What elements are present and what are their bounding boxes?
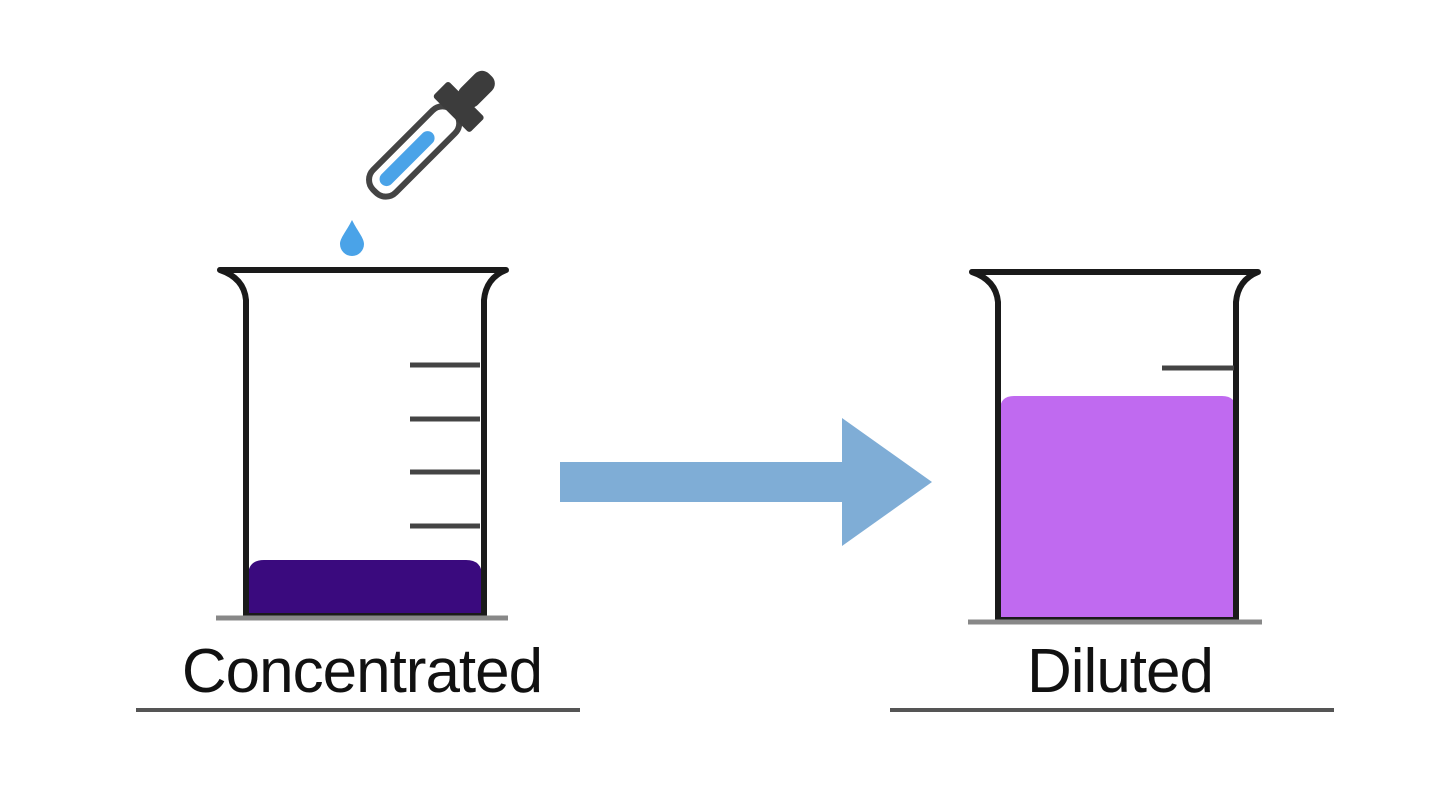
dropper-icon	[366, 70, 495, 200]
diluted-label: Diluted	[1027, 637, 1213, 706]
diluted-beaker	[968, 269, 1262, 625]
water-drop-icon	[340, 220, 364, 256]
dropper-liquid	[379, 131, 435, 187]
diluted-liquid	[1000, 396, 1236, 620]
right-arrow-icon	[560, 418, 932, 546]
concentrated-label: Concentrated	[182, 637, 542, 706]
concentrated-beaker	[216, 267, 509, 621]
concentrated-liquid	[248, 560, 482, 616]
